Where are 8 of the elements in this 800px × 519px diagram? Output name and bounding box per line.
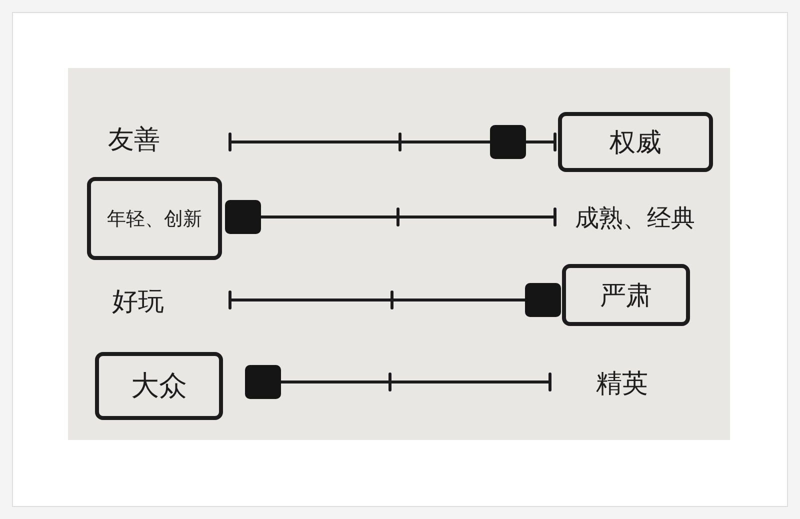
scale-label: 精英	[596, 368, 648, 401]
scale-label: 成熟、经典	[575, 203, 695, 234]
scale-label: 友善	[108, 124, 160, 157]
label-box: 大众	[95, 352, 223, 420]
label-box: 年轻、创新	[87, 177, 222, 260]
scale-label: 好玩	[112, 286, 164, 319]
label-box: 权威	[558, 112, 713, 172]
label-box: 严肃	[562, 264, 690, 326]
